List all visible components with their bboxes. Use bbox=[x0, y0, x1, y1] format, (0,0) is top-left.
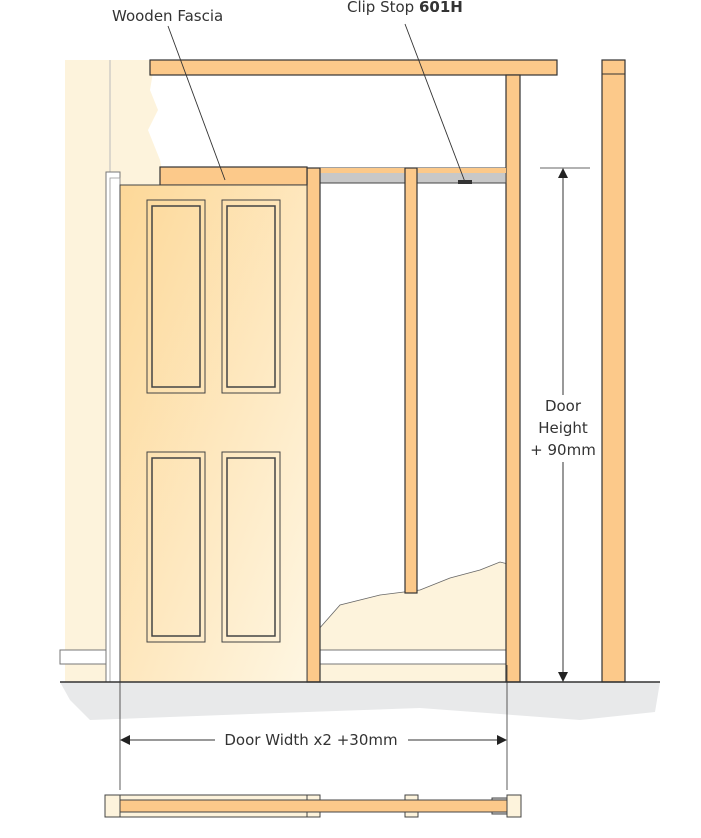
plan-view bbox=[104, 794, 522, 818]
clip-stop-leader bbox=[404, 23, 466, 183]
arrow-left-icon bbox=[120, 735, 130, 745]
arrow-up-icon bbox=[558, 168, 568, 178]
arrow-down-icon bbox=[558, 672, 568, 682]
height-label-line2: Height bbox=[538, 419, 588, 437]
width-label: Door Width x2 +30mm bbox=[224, 731, 397, 749]
frame-post-right bbox=[505, 74, 521, 683]
stud-1 bbox=[306, 167, 321, 683]
fascia-leader bbox=[167, 25, 226, 181]
height-label-line3: + 90mm bbox=[530, 441, 596, 459]
skirting-right bbox=[319, 649, 514, 665]
header-beam bbox=[149, 59, 558, 76]
arrow-right-icon bbox=[497, 735, 507, 745]
door-lining bbox=[105, 171, 121, 683]
wooden-fascia-label: Wooden Fascia bbox=[112, 7, 223, 25]
height-label-line1: Door bbox=[545, 397, 582, 415]
skirting-left bbox=[59, 649, 107, 665]
wooden-fascia bbox=[159, 166, 308, 186]
door-panels bbox=[146, 199, 281, 643]
outer-post bbox=[601, 59, 626, 683]
floor-band bbox=[60, 682, 660, 720]
door bbox=[119, 184, 308, 683]
clip-stop-label: Clip Stop 601H bbox=[347, 0, 463, 16]
stud-2 bbox=[404, 167, 418, 594]
